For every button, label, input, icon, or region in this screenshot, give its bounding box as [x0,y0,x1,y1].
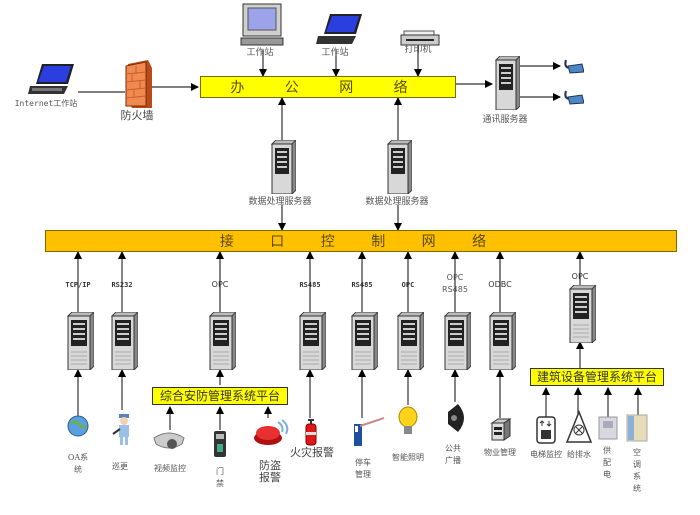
protocol-label: RS485 [299,281,321,289]
parking-barrier-icon [354,417,385,446]
subsystem-server-icon [298,312,326,370]
device-label: 视频监控 [154,464,186,473]
data-server-2-label: 数据处理服务器 [365,197,429,207]
data-server-1-label: 数据处理服务器 [248,197,312,207]
telephone-icon [564,90,584,105]
internet-workstation-label: Internet工作站 [14,99,78,108]
subsystem-server-icon [443,312,471,370]
device-label: 火灾报警 [290,446,334,459]
firewall-label: 防火墙 [120,109,154,122]
device-label: 停车 管理 [355,458,371,479]
telephone-icon [564,59,584,74]
protocol-label: OPC [571,272,589,281]
subsystem-server-icon [208,312,236,370]
protocol-label: RS485 [351,281,373,289]
desktop-computer-icon [240,3,284,46]
protocol-label: OPC [211,280,229,289]
office-network-label: 办 公 网 络 [230,80,426,96]
data-server-1-icon [270,140,296,194]
server-box-icon [490,418,512,441]
hvac-cabinet-icon [626,414,648,442]
device-label: 电梯监控 [530,450,562,459]
subsystem-server-icon [568,285,596,343]
device-label: 门 禁 [216,467,224,488]
subsystem-server-icon [110,312,138,370]
device-label: 给排水 [567,450,591,459]
communication-server-icon [494,56,520,110]
light-bulb-icon [398,406,418,434]
protocol-label: ODBC [488,280,512,289]
device-label: 空 调 系 统 [633,448,641,493]
subsystem-server-icon [350,312,378,370]
data-server-2-icon [386,140,412,194]
device-label: 巡更 [112,462,128,471]
laptop-icon [28,64,74,94]
subsystem-server-icon [66,312,94,370]
interface-network-bus: 接 口 控 制 网 络 [45,230,677,252]
alarm-icon [254,419,289,445]
office-network-bus: 办 公 网 络 [200,76,456,98]
device-label: 物业管理 [484,448,516,457]
power-cabinet-icon [598,416,618,440]
water-pump-icon [566,410,592,443]
printer-label: 打印机 [404,45,432,55]
workstation-1-label: 工作站 [246,48,274,58]
interface-network-label: 接 口 控 制 网 络 [219,234,503,250]
printer-icon [400,30,440,46]
comm-server-label: 通讯服务器 [482,115,528,125]
elevator-icon [536,416,556,444]
device-label: 智能照明 [392,453,424,462]
speaker-icon [448,404,464,432]
fire-extinguisher-icon [305,419,317,446]
security-platform-label: 综合安防管理系统平台 [159,389,280,403]
protocol-label: OPC [401,281,415,289]
access-control-icon [214,431,226,457]
device-label: 公共 广播 [445,444,461,465]
workstation-2-label: 工作站 [321,48,349,58]
security-platform: 综合安防管理系统平台 [152,387,288,405]
protocol-label: RS232 [111,281,133,289]
subsystem-server-icon [396,312,424,370]
device-label: 供 配 电 [603,446,611,479]
protocol-label: TCP/IP [65,281,91,289]
camera-icon [153,432,185,449]
laptop-icon [316,14,362,44]
building-platform-label: 建筑设备管理系统平台 [536,370,657,384]
device-label: OA系 统 [67,453,89,474]
building-platform: 建筑设备管理系统平台 [530,368,664,386]
subsystem-server-icon [488,312,516,370]
device-label: 防盗 报警 [259,459,281,484]
guard-icon [112,414,129,445]
firewall-icon [125,60,152,108]
protocol-label: OPC RS485 [442,273,468,294]
globe-icon [67,415,89,437]
